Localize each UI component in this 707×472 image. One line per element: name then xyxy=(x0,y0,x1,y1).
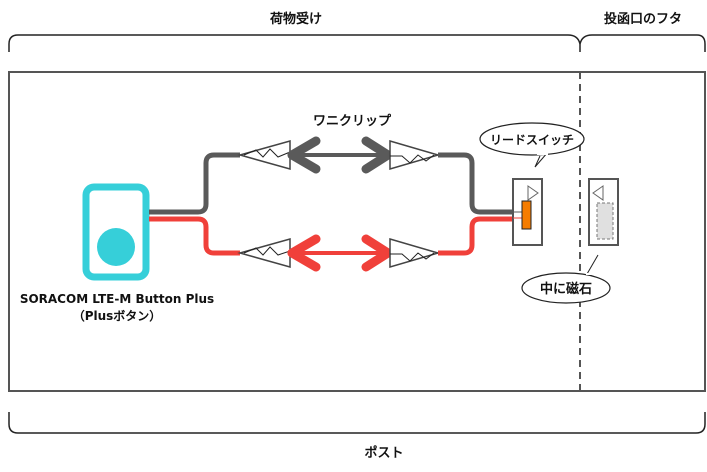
upper-alligator-clip-left xyxy=(237,136,321,174)
slot-lid-label: 投函口のフタ xyxy=(604,11,682,27)
reed-switch-callout xyxy=(479,122,585,168)
magnet-unit xyxy=(588,178,619,246)
upper-alligator-clip-right xyxy=(361,136,441,174)
reed-switch-label: リードスイッチ xyxy=(490,133,574,147)
alligator-clip-label: ワニクリップ xyxy=(313,114,392,129)
red-wire-right xyxy=(438,216,522,256)
reed-switch xyxy=(512,178,543,246)
package-receiver-label: 荷物受け xyxy=(269,11,322,27)
magnet-element xyxy=(596,202,614,240)
bottom-brace xyxy=(8,412,706,434)
magnet-label: 中に磁石 xyxy=(540,281,592,297)
device-name-line1: SORACOM LTE-M Button Plus xyxy=(20,292,214,306)
top-brace xyxy=(8,34,706,52)
magnet-arrow-icon xyxy=(592,185,604,201)
reed-switch-element xyxy=(521,200,532,230)
lower-alligator-clip-left xyxy=(237,234,321,272)
red-wire-left xyxy=(149,216,240,256)
post-box xyxy=(8,71,706,392)
device-name-line2: （Plusボタン） xyxy=(73,308,162,323)
soracom-button-device xyxy=(82,183,150,281)
post-label: ポスト xyxy=(364,445,403,461)
reed-switch-arrow-icon xyxy=(527,185,539,201)
gray-wire-left xyxy=(149,152,240,215)
magnet-callout xyxy=(521,254,611,304)
device-button-icon xyxy=(97,228,135,266)
lower-alligator-clip-right xyxy=(361,234,441,272)
gray-wire-right xyxy=(438,152,522,215)
